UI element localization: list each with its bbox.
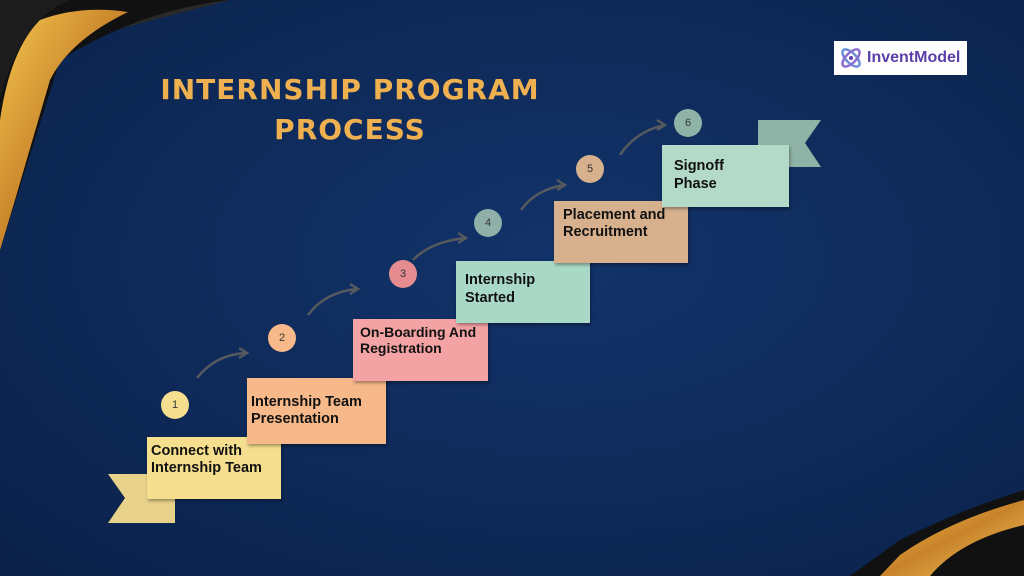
title-line-2: PROCESS <box>274 113 426 146</box>
step-label: On-Boarding And Registration <box>360 324 477 356</box>
step-4-number: 4 <box>474 209 502 237</box>
step-2-number: 2 <box>268 324 296 352</box>
step-1-number: 1 <box>161 391 189 419</box>
step-3-box: On-Boarding And Registration <box>353 319 488 381</box>
step-5-number: 5 <box>576 155 604 183</box>
step-6-box: Signoff Phase <box>662 145 789 207</box>
step-1-box: Connect with Internship Team <box>147 437 281 499</box>
step-6-number: 6 <box>674 109 702 137</box>
step-2-box: Internship Team Presentation <box>247 378 386 444</box>
title-line-1: INTERNSHIP PROGRAM <box>160 73 540 106</box>
step-5-box: Placement and Recruitment <box>554 201 688 263</box>
step-label: Internship Team Presentation <box>251 394 362 427</box>
inventmodel-logo: InventModel <box>834 41 967 75</box>
step-label: Connect with Internship Team <box>151 443 262 476</box>
step-label: Placement and Recruitment <box>563 207 666 240</box>
step-label: Internship Started <box>465 272 536 306</box>
atom-icon <box>841 48 861 68</box>
step-4-box: Internship Started <box>456 261 590 323</box>
step-label: Signoff Phase <box>674 158 724 192</box>
step-3-number: 3 <box>389 260 417 288</box>
logo-text: InventModel <box>867 49 961 66</box>
page-title: INTERNSHIP PROGRAM PROCESS <box>150 70 550 150</box>
